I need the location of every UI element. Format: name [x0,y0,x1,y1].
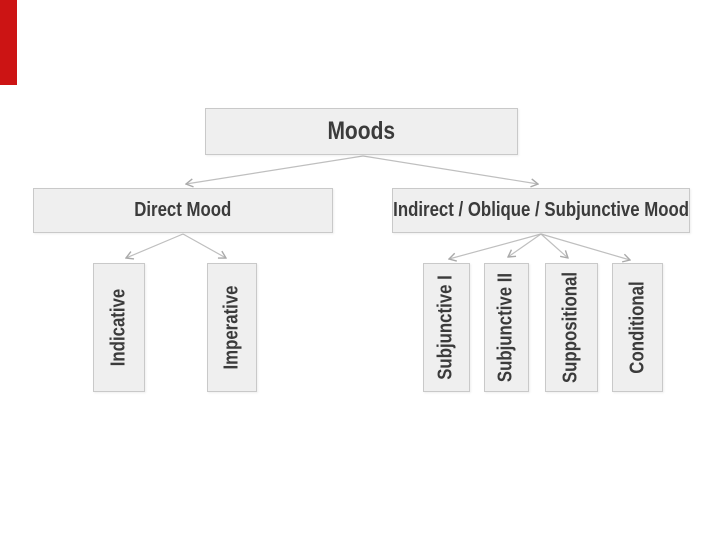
leaf-conditional: Conditional [612,263,663,392]
node-indirect-mood-label: Indirect / Oblique / Subjunctive Mood [393,199,689,221]
arrow-direct-to-indicative [126,233,184,258]
leaf-subjunctive-2-label: Subjunctive II [495,272,517,383]
leaf-conditional-label: Conditional [626,281,649,374]
leaf-imperative: Imperative [207,263,257,392]
leaf-indicative: Indicative [93,263,145,392]
red-accent-bar [0,0,17,85]
node-direct-mood-label: Direct Mood [134,199,232,221]
arrow-indirect-to-subjunctive-2 [508,233,542,257]
leaf-subjunctive-2: Subjunctive II [484,263,529,392]
node-indirect-mood: Indirect / Oblique / Subjunctive Mood [392,188,690,233]
leaf-imperative-label: Imperative [220,285,243,370]
leaf-suppositional-label: Suppositional [560,271,582,384]
leaf-indicative-label: Indicative [107,288,130,367]
arrow-indirect-to-subjunctive-1 [449,233,542,259]
arrow-indirect-to-suppositional [540,233,568,258]
arrow-direct-to-imperative [182,233,226,258]
leaf-suppositional: Suppositional [545,263,598,392]
node-moods: Moods [205,108,518,155]
leaf-subjunctive-1: Subjunctive I [423,263,470,392]
arrow-moods-to-direct [186,155,364,184]
node-moods-label: Moods [327,117,396,145]
arrow-moods-to-indirect [362,155,538,184]
leaf-subjunctive-1-label: Subjunctive I [435,275,457,380]
node-direct-mood: Direct Mood [33,188,333,233]
arrow-indirect-to-conditional [540,233,630,260]
